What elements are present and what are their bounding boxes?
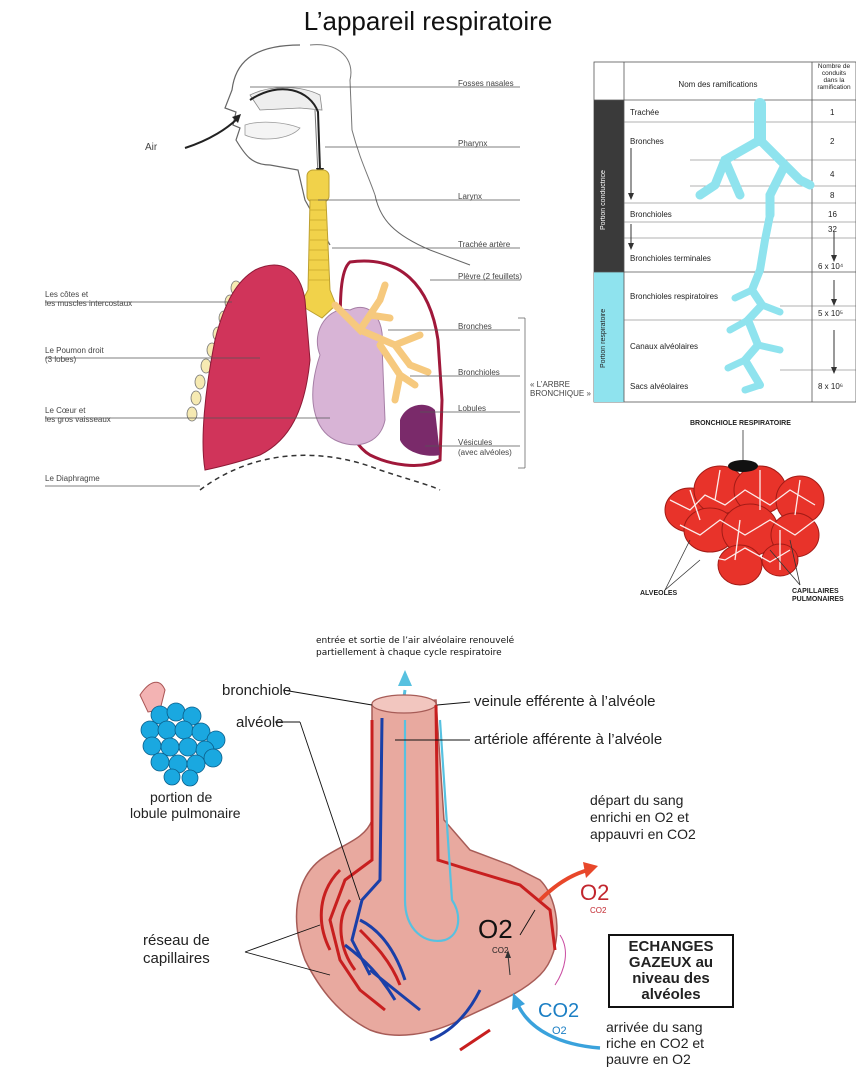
label-arteriole: artériole afférente à l’alvéole (474, 731, 662, 748)
label-depart-2: enrichi en O2 et (590, 810, 689, 825)
label-veinule: veinule efférente à l’alvéole (474, 693, 656, 710)
co2-center-label: CO2 (492, 946, 508, 955)
label-reseau-1: réseau de (143, 932, 210, 949)
label-reseau-2: capillaires (143, 950, 210, 967)
bronchiole-tube (297, 700, 557, 1035)
o2-out-label: O2 (580, 880, 609, 906)
label-arrivee-3: pauvre en O2 (606, 1052, 691, 1067)
o2-in-small-label: O2 (552, 1025, 567, 1037)
o2-center-label: O2 (478, 914, 513, 945)
label-arrivee-1: arrivée du sang (606, 1020, 703, 1035)
label-depart-1: départ du sang (590, 793, 683, 808)
air-note-2: partiellement à chaque cycle respiratoir… (316, 648, 502, 658)
label-depart-3: appauvri en CO2 (590, 827, 696, 842)
label-alveole: alvéole (236, 714, 284, 731)
co2-out-small-label: CO2 (590, 906, 606, 915)
label-portion-1: portion de (150, 790, 212, 805)
label-arrivee-2: riche en CO2 et (606, 1036, 704, 1051)
air-note-1: entrée et sortie de l’air alvéolaire ren… (316, 636, 514, 646)
label-bronchiole: bronchiole (222, 682, 291, 699)
exchange-arrow-side (555, 935, 565, 985)
lobule-cluster (141, 703, 225, 786)
bronchiole-top (372, 695, 436, 713)
echanges-box: ECHANGES GAZEUX au niveau des alvéoles (608, 934, 734, 1008)
label-portion-2: lobule pulmonaire (130, 806, 241, 821)
co2-in-label: CO2 (538, 1000, 579, 1023)
